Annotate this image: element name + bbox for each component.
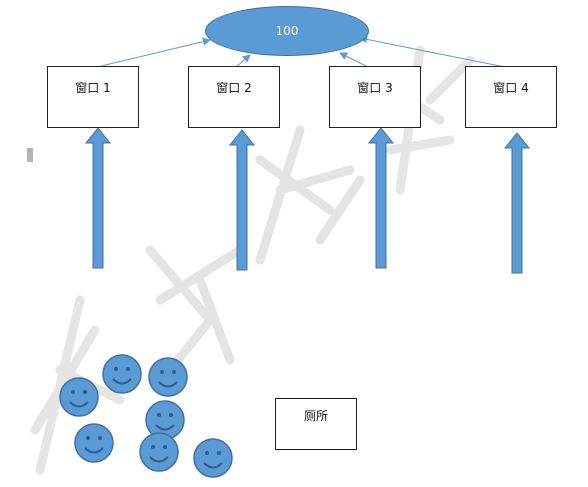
window-label: 窗口 4 bbox=[493, 81, 529, 95]
side-mark bbox=[27, 148, 33, 162]
smiley-face-icon bbox=[102, 354, 142, 394]
smiley-face-icon bbox=[59, 377, 99, 417]
connectors bbox=[96, 35, 506, 68]
queue-arrow-2 bbox=[228, 129, 256, 271]
toilet-box: 厕所 bbox=[275, 398, 357, 450]
window-box-1: 窗口 1 bbox=[47, 66, 139, 128]
ticket-pool-label: 100 bbox=[275, 24, 299, 38]
queue-arrow-1 bbox=[84, 127, 112, 269]
smiley-face-icon bbox=[74, 423, 114, 463]
smiley-face-icon bbox=[148, 357, 188, 397]
smiley-face-icon bbox=[145, 400, 185, 440]
window-label: 窗口 3 bbox=[357, 81, 393, 95]
queue-arrows bbox=[84, 127, 531, 274]
window-label: 窗口 2 bbox=[216, 81, 252, 95]
smiley-face-icon bbox=[139, 432, 179, 472]
connector-window-4 bbox=[359, 35, 506, 68]
queue-arrow-3 bbox=[367, 127, 395, 269]
window-label: 窗口 1 bbox=[75, 81, 111, 95]
window-box-4: 窗口 4 bbox=[465, 66, 557, 128]
window-box-3: 窗口 3 bbox=[329, 66, 421, 128]
queue-arrow-4 bbox=[503, 132, 531, 274]
connector-window-1 bbox=[96, 37, 211, 68]
toilet-label: 厕所 bbox=[303, 409, 328, 423]
ticket-pool: 100 bbox=[205, 6, 369, 56]
people-group bbox=[59, 354, 233, 478]
connector-window-3 bbox=[339, 52, 369, 68]
window-box-2: 窗口 2 bbox=[188, 66, 280, 128]
smiley-face-icon bbox=[193, 438, 233, 478]
connector-window-2 bbox=[235, 54, 251, 68]
